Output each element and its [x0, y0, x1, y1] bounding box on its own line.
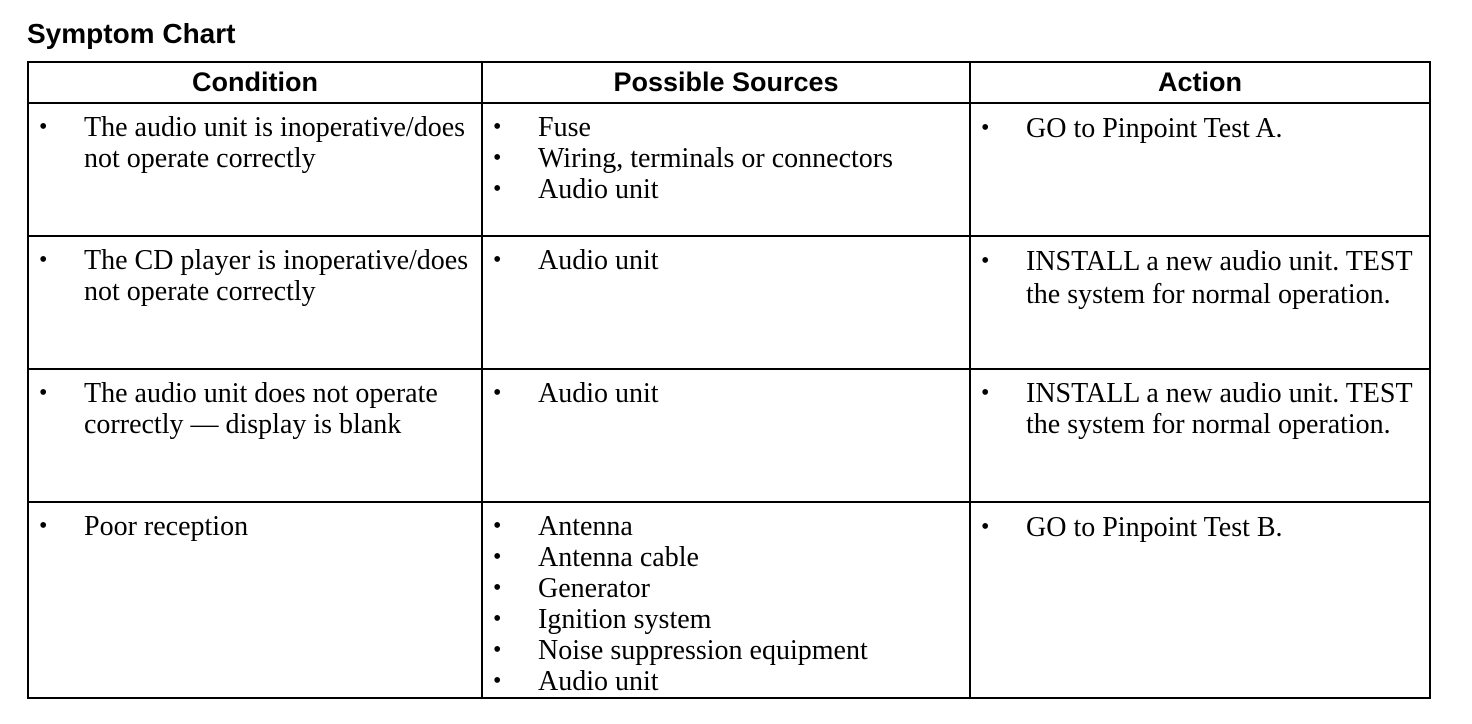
sources-cell: • Antenna • Antenna cable • Generator • Igni…: [481, 501, 971, 699]
bullet-icon: •: [981, 115, 990, 141]
bullet-icon: •: [493, 668, 502, 694]
action-text: INSTALL a new audio unit. TEST the syste…: [1026, 378, 1413, 440]
list-item: • Noise suppression equipment: [483, 635, 961, 666]
condition-cell: • Poor reception: [27, 501, 483, 699]
bullet-icon: •: [39, 247, 48, 273]
list-item: • Ignition system: [483, 604, 961, 635]
list-item: • Generator: [483, 573, 961, 604]
table-row: • Poor reception • Antenna • Antenna cable …: [27, 501, 1431, 699]
header-action: Action: [969, 61, 1431, 104]
source-text: Audio unit: [538, 174, 659, 205]
table-row: • The audio unit is inoperative/does not …: [27, 102, 1431, 237]
condition-list: • The CD player is inoperative/does not o…: [29, 237, 481, 307]
symptom-table: Condition Possible Sources Action • The a…: [27, 61, 1431, 699]
condition-text: The CD player is inoperative/does not op…: [84, 245, 469, 307]
bullet-icon: •: [493, 637, 502, 663]
condition-cell: • The audio unit is inoperative/does not …: [27, 102, 483, 237]
action-text: GO to Pinpoint Test A.: [1026, 113, 1283, 144]
condition-text: The audio unit is inoperative/does not o…: [84, 112, 466, 174]
list-item: • GO to Pinpoint Test B.: [971, 511, 1421, 544]
bullet-icon: •: [493, 114, 502, 140]
list-item: • Antenna cable: [483, 542, 961, 573]
condition-list: • The audio unit is inoperative/does not …: [29, 104, 481, 174]
table-row: • The CD player is inoperative/does not o…: [27, 235, 1431, 370]
sources-list: • Audio unit: [483, 370, 969, 409]
table-row: • The audio unit does not operate correct…: [27, 368, 1431, 503]
list-item: • Poor reception: [29, 511, 473, 542]
header-possible-sources: Possible Sources: [481, 61, 971, 104]
bullet-icon: •: [39, 380, 48, 406]
action-text: INSTALL a new audio unit. TEST the syste…: [1026, 246, 1413, 310]
condition-text: The audio unit does not operate correctl…: [84, 378, 438, 440]
condition-cell: • The audio unit does not operate correct…: [27, 368, 483, 503]
bullet-icon: •: [981, 514, 990, 540]
bullet-icon: •: [981, 248, 990, 274]
bullet-icon: •: [493, 380, 502, 406]
source-text: Audio unit: [538, 245, 659, 276]
action-list: • INSTALL a new audio unit. TEST the syst…: [971, 370, 1429, 440]
source-text: Ignition system: [538, 604, 712, 635]
bullet-icon: •: [493, 575, 502, 601]
bullet-icon: •: [493, 606, 502, 632]
list-item: • The CD player is inoperative/does not o…: [29, 245, 473, 307]
source-text: Noise suppression equipment: [538, 635, 868, 666]
sources-cell: • Fuse • Wiring, terminals or connectors •…: [481, 102, 971, 237]
source-text: Audio unit: [538, 666, 659, 697]
list-item: • Audio unit: [483, 666, 961, 697]
source-text: Wiring, terminals or connectors: [538, 143, 893, 174]
bullet-icon: •: [493, 544, 502, 570]
action-list: • INSTALL a new audio unit. TEST the syst…: [971, 237, 1429, 311]
list-item: • Antenna: [483, 511, 961, 542]
action-cell: • INSTALL a new audio unit. TEST the syst…: [969, 235, 1431, 370]
source-text: Generator: [538, 573, 650, 604]
sources-cell: • Audio unit: [481, 368, 971, 503]
action-cell: • GO to Pinpoint Test B.: [969, 501, 1431, 699]
source-text: Audio unit: [538, 378, 659, 409]
list-item: • The audio unit is inoperative/does not …: [29, 112, 473, 174]
bullet-icon: •: [39, 114, 48, 140]
list-item: • Audio unit: [483, 174, 961, 205]
header-condition: Condition: [27, 61, 483, 104]
list-item: • Audio unit: [483, 378, 961, 409]
source-text: Antenna cable: [538, 542, 699, 573]
action-text: GO to Pinpoint Test B.: [1026, 512, 1283, 543]
bullet-icon: •: [493, 247, 502, 273]
list-item: • INSTALL a new audio unit. TEST the syst…: [971, 245, 1421, 311]
condition-list: • The audio unit does not operate correct…: [29, 370, 481, 440]
sources-list: • Audio unit: [483, 237, 969, 276]
list-item: • INSTALL a new audio unit. TEST the syst…: [971, 378, 1421, 440]
list-item: • Fuse: [483, 112, 961, 143]
list-item: • Audio unit: [483, 245, 961, 276]
list-item: • GO to Pinpoint Test A.: [971, 112, 1421, 145]
source-text: Antenna: [538, 511, 633, 542]
source-text: Fuse: [538, 112, 591, 143]
sources-list: • Fuse • Wiring, terminals or connectors •…: [483, 104, 969, 205]
action-cell: • GO to Pinpoint Test A.: [969, 102, 1431, 237]
bullet-icon: •: [493, 513, 502, 539]
action-cell: • INSTALL a new audio unit. TEST the syst…: [969, 368, 1431, 503]
condition-cell: • The CD player is inoperative/does not o…: [27, 235, 483, 370]
list-item: • Wiring, terminals or connectors: [483, 143, 961, 174]
bullet-icon: •: [981, 380, 990, 406]
page-title: Symptom Chart: [27, 18, 236, 49]
condition-text: Poor reception: [84, 511, 249, 542]
action-list: • GO to Pinpoint Test B.: [971, 503, 1429, 544]
sources-list: • Antenna • Antenna cable • Generator • Igni…: [483, 503, 969, 697]
action-list: • GO to Pinpoint Test A.: [971, 104, 1429, 145]
bullet-icon: •: [493, 176, 502, 202]
sources-cell: • Audio unit: [481, 235, 971, 370]
header-row: Condition Possible Sources Action: [27, 61, 1431, 104]
bullet-icon: •: [39, 513, 48, 539]
list-item: • The audio unit does not operate correct…: [29, 378, 473, 440]
condition-list: • Poor reception: [29, 503, 481, 542]
bullet-icon: •: [493, 145, 502, 171]
